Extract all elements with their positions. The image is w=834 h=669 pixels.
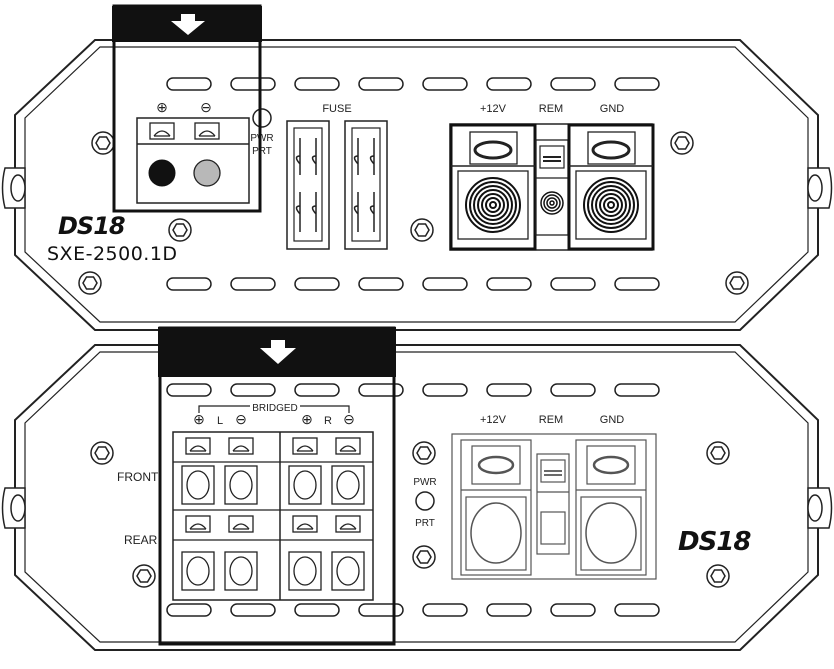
top-panel-outline (14, 39, 819, 331)
bottom-gnd-label: GND (600, 414, 625, 426)
top-12v-label: +12V (480, 103, 507, 115)
bottom-panel-inner-outline (24, 351, 809, 643)
top-rem-label: REM (539, 103, 563, 115)
bottom-12v-label: +12V (480, 414, 507, 426)
top-screw-icon (78, 271, 102, 295)
fuse-label: FUSE (322, 103, 351, 115)
top-screw-icon (670, 131, 694, 155)
bridged-label: BRIDGED (252, 403, 298, 414)
svg-text:⊖: ⊖ (235, 411, 247, 427)
rear-label: REAR (124, 533, 158, 547)
speaker-plus-symbol: ⊕ (156, 99, 168, 115)
top-screw-icon (410, 218, 434, 242)
svg-text:DS18: DS18 (58, 212, 125, 240)
front-label: FRONT (117, 470, 159, 484)
left-channel-label: L (217, 415, 223, 427)
top-pwr-led (252, 108, 272, 128)
bottom-pwr-label: PWR (413, 477, 436, 488)
bottom-mount-hole-right (807, 494, 823, 522)
top-screw-icon (168, 218, 192, 242)
right-channel-label: R (324, 415, 332, 427)
speaker-output-terminal (136, 117, 250, 204)
bottom-screw-icon (412, 545, 436, 569)
bottom-mount-hole-left (10, 494, 26, 522)
bottom-screw-icon (132, 564, 156, 588)
top-panel-inner-outline (24, 46, 809, 323)
top-screw-icon (91, 131, 115, 155)
bottom-rem-label: REM (539, 414, 563, 426)
bottom-power-terminal-block (451, 433, 657, 580)
speaker-negative-post (193, 159, 221, 187)
speaker-positive-post (148, 159, 176, 187)
fuse-2 (344, 120, 388, 250)
bottom-screw-icon (706, 441, 730, 465)
top-pwr-label: PWR (250, 133, 273, 144)
down-arrow-icon (260, 340, 296, 364)
top-mount-hole-left (10, 174, 26, 202)
top-mount-hole-right (807, 174, 823, 202)
svg-text:⊖: ⊖ (343, 411, 355, 427)
bottom-speaker-terminal-block (172, 431, 374, 601)
top-gnd-label: GND (600, 103, 625, 115)
bottom-brand-logo: DS18 (678, 527, 751, 557)
top-brand-logo: DS18 (58, 212, 126, 240)
top-prt-label: PRT (252, 146, 272, 157)
model-number: SXE-2500.1D (47, 243, 178, 265)
fuse-1 (286, 120, 330, 250)
top-power-terminal-block (449, 123, 655, 251)
bottom-panel: ⊕ L ⊖ ⊕ R ⊖ BRIDGED FRONT REAR (1, 326, 833, 651)
down-arrow-icon (171, 14, 205, 35)
svg-text:⊕: ⊕ (301, 411, 313, 427)
bottom-screw-icon (412, 441, 436, 465)
bottom-prt-label: PRT (415, 518, 435, 529)
bottom-screw-icon (706, 564, 730, 588)
bottom-pwr-led (415, 491, 435, 511)
bottom-screw-icon (90, 441, 114, 465)
top-screw-icon (725, 271, 749, 295)
bridged-label-group: ⊕ L ⊖ ⊕ R ⊖ BRIDGED (193, 403, 355, 427)
top-panel: ⊕ ⊖ PWR PRT FUSE +12V REM (1, 4, 833, 331)
svg-text:⊕: ⊕ (193, 411, 205, 427)
speaker-minus-symbol: ⊖ (200, 99, 212, 115)
